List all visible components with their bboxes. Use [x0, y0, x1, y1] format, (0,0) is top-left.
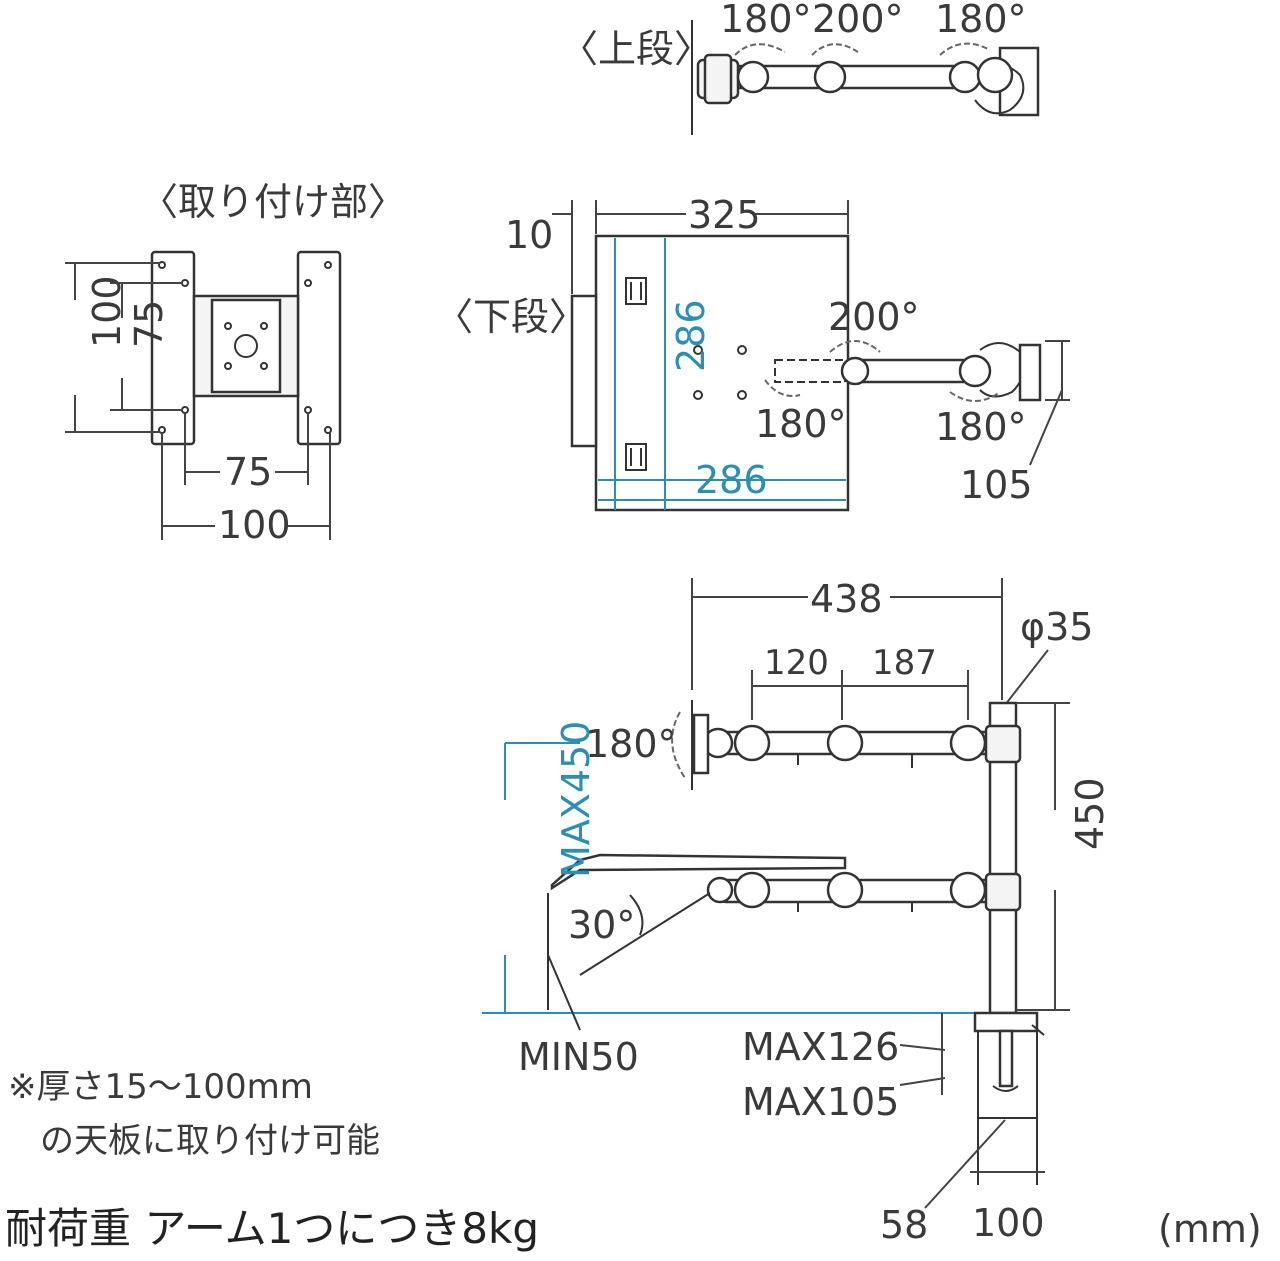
lower-angle-right: 180°: [935, 405, 1027, 449]
side-view: 438 120 187 φ35 180°: [482, 577, 1112, 1247]
side-dim-clamp-w1: 58: [880, 1203, 928, 1247]
lower-angle-top: 200°: [828, 295, 920, 339]
side-dim-max-height: MAX450: [554, 721, 598, 878]
note-thickness-line2: の天板に取り付け可能: [40, 1121, 380, 1161]
note-thickness-line1: ※厚さ15〜100mm: [8, 1067, 313, 1107]
side-dim-seg2: 187: [872, 643, 937, 683]
side-dim-pole-height: 450: [1068, 777, 1112, 850]
side-angle-tilt: 180°: [585, 722, 677, 766]
side-dim-clamp-thick: MAX105: [742, 1080, 899, 1124]
lower-angle-left: 180°: [755, 402, 847, 446]
top-angle-2: 200°: [812, 0, 904, 41]
side-angle-tray: 30°: [568, 903, 635, 947]
lower-dim-tray-v: 286: [669, 299, 713, 372]
mount-dim-outer-h: 100: [218, 503, 291, 547]
lower-view: 〈下段〉 286 286 200° 180° 180°: [435, 193, 1070, 512]
lower-dim-offset: 10: [505, 213, 553, 257]
unit-label: (mm): [1158, 1207, 1262, 1251]
top-angle-3: 180°: [935, 0, 1027, 41]
mount-title: 〈取り付け部〉: [140, 180, 406, 224]
mount-dim-inner-h: 75: [224, 450, 272, 494]
top-view-title: 〈上段〉: [560, 27, 712, 71]
side-dim-clamp-w2: 100: [972, 1201, 1045, 1245]
lower-view-title: 〈下段〉: [435, 295, 587, 339]
side-dim-seg1: 120: [764, 643, 829, 683]
side-dim-min-height: MIN50: [518, 1035, 639, 1079]
side-dim-clamp-open: MAX126: [742, 1025, 899, 1069]
lower-dim-width: 325: [688, 193, 761, 237]
top-angle-1: 180°: [720, 0, 812, 41]
lower-dim-tray-h: 286: [695, 458, 768, 502]
mount-dim-inner-v: 75: [127, 300, 171, 348]
note-load: 耐荷重 アーム1つにつき8kg: [5, 1204, 539, 1253]
side-dim-pole-dia: φ35: [1020, 605, 1093, 649]
mount-view: 〈取り付け部〉 100 75 75 1: [65, 180, 406, 547]
notes: ※厚さ15〜100mm の天板に取り付け可能 耐荷重 アーム1つにつき8kg (…: [5, 1067, 1262, 1253]
lower-dim-arm: 105: [960, 463, 1033, 507]
side-dim-total-reach: 438: [810, 577, 883, 621]
top-view: 〈上段〉 180° 200° 180°: [560, 0, 1040, 135]
